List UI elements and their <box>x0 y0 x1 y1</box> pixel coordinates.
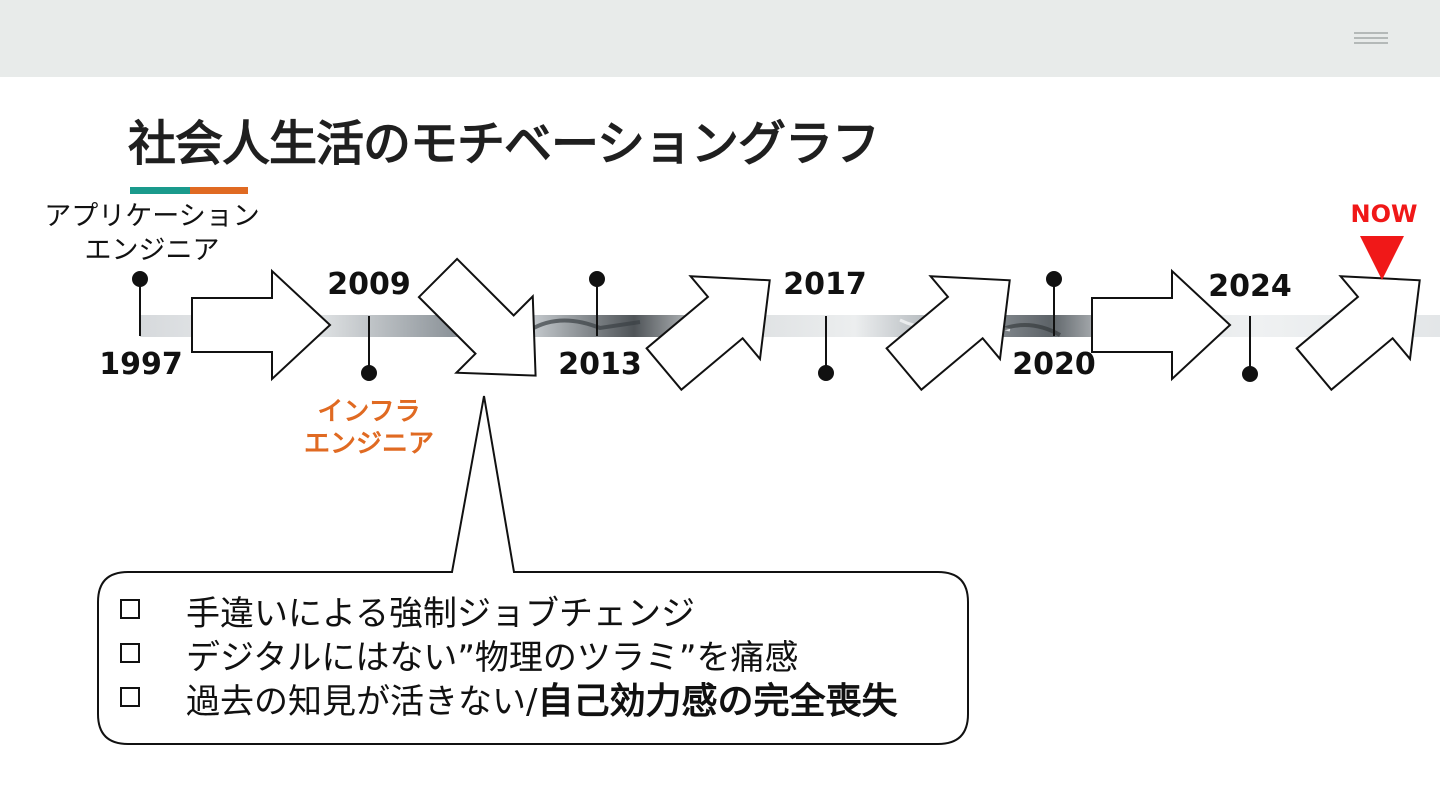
year-label: 2020 <box>1012 347 1096 382</box>
arrow-up-icon <box>885 275 1011 392</box>
list-item-text: 手違いによる強制ジョブチェンジ <box>186 593 695 634</box>
role-start-line2: エンジニア <box>84 235 220 266</box>
timeline-strip <box>140 315 1440 337</box>
list-item-emphasis: 自己効力感の完全喪失 <box>537 681 898 722</box>
year-label: 2013 <box>558 347 642 382</box>
role-change-line2: エンジニア <box>303 429 435 459</box>
list-item: デジタルにはない”物理のツラミ”を痛感 <box>120 632 950 678</box>
now-label: NOW <box>1350 200 1418 228</box>
header-bar <box>0 0 1440 77</box>
arrow-up-icon <box>1295 275 1421 392</box>
role-start-line1: アプリケーション <box>44 201 260 232</box>
hamburger-icon[interactable] <box>1354 32 1388 46</box>
list-item: 過去の知見が活きない/自己効力感の完全喪失 <box>120 676 950 722</box>
list-item: 手違いによる強制ジョブチェンジ <box>120 588 950 634</box>
callout-list: 手違いによる強制ジョブチェンジ デジタルにはない”物理のツラミ”を痛感 過去の知… <box>120 588 950 722</box>
arrow-down-icon <box>417 257 537 377</box>
year-label: 1997 <box>99 347 183 382</box>
year-label: 2009 <box>327 267 411 302</box>
role-start-label: アプリケーション エンジニア <box>44 200 259 268</box>
checkbox-icon <box>120 687 142 709</box>
checkbox-icon <box>120 643 142 665</box>
slide-title: 社会人生活のモチベーショングラフ <box>128 116 880 172</box>
arrow-right-icon <box>191 268 332 382</box>
arrow-up-icon <box>645 275 771 392</box>
title-accent-orange <box>190 187 248 194</box>
year-label: 2024 <box>1208 269 1292 304</box>
year-label: 2017 <box>783 267 867 302</box>
callout-bubble <box>97 395 969 745</box>
list-item-text: デジタルにはない”物理のツラミ”を痛感 <box>186 637 799 678</box>
role-change-label: インフラ エンジニア <box>304 396 434 460</box>
role-change-line1: インフラ <box>317 397 421 427</box>
arrow-right-icon <box>1091 268 1232 382</box>
checkbox-icon <box>120 599 142 621</box>
list-item-text: 過去の知見が活きない/ <box>186 681 538 722</box>
now-marker-icon <box>1360 236 1404 280</box>
title-accent-teal <box>130 187 190 194</box>
